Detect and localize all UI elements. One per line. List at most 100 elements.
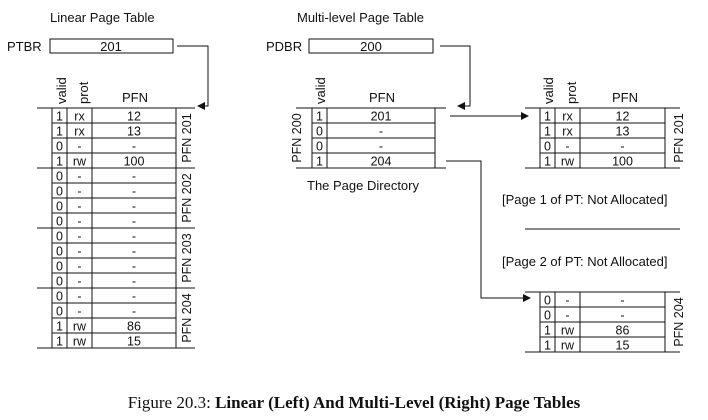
pt201-cell: rx [562, 125, 573, 139]
linear-title: Linear Page Table [50, 10, 155, 25]
linear-cell: 1 [56, 110, 63, 124]
linear-cell: - [132, 290, 136, 304]
dir-cell: 0 [316, 140, 323, 154]
dir-group-label: PFN 200 [290, 113, 304, 162]
note-page1-not-allocated: [Page 1 of PT: Not Allocated] [502, 192, 668, 207]
pt201-cell: 100 [612, 155, 633, 169]
linear-group-label: PFN 203 [180, 233, 194, 282]
pt204-cell: - [565, 309, 569, 323]
pt201-cell: 12 [616, 110, 630, 124]
pt204-group-label: PFN 204 [672, 297, 686, 346]
linear-group-label: PFN 202 [180, 173, 194, 222]
linear-cell: - [77, 275, 81, 289]
pt204-cell: rw [561, 324, 575, 338]
linear-cell: 0 [56, 245, 63, 259]
pt201-header-pfn: PFN [612, 90, 638, 105]
linear-cell: 1 [56, 320, 63, 334]
linear-cell: 86 [127, 320, 141, 334]
linear-cell: - [132, 275, 136, 289]
linear-cell: - [77, 305, 81, 319]
linear-cell: - [132, 140, 136, 154]
ptbr-box [49, 38, 174, 54]
linear-cell: - [132, 215, 136, 229]
pt201-cell: 0 [544, 140, 551, 154]
linear-cell: 0 [56, 275, 63, 289]
pt201-header-valid: valid [541, 77, 556, 104]
multilevel-title: Multi-level Page Table [297, 10, 424, 25]
pt201-cell: - [565, 140, 569, 154]
linear-cell: rx [74, 110, 85, 124]
linear-cell: - [77, 230, 81, 244]
pt201-group-label: PFN 201 [672, 113, 686, 162]
pt201-cell: rw [561, 155, 575, 169]
linear-cell: - [132, 260, 136, 274]
linear-header-pfn: PFN [122, 90, 148, 105]
pt204-cell: 0 [544, 294, 551, 308]
pt201-header-prot: prot [564, 81, 579, 104]
linear-cell: 0 [56, 230, 63, 244]
linear-cell: - [77, 260, 81, 274]
linear-cell: 0 [56, 215, 63, 229]
ptbr-arrow [177, 45, 209, 110]
linear-cell: 0 [56, 290, 63, 304]
dir-entry3-arrow [446, 160, 531, 302]
linear-header-prot: prot [76, 81, 91, 104]
linear-cell: 15 [127, 335, 141, 349]
dir-header-valid: valid [313, 77, 328, 104]
pt201-cell: rx [562, 110, 573, 124]
dir-cell: 201 [371, 110, 392, 124]
note-page2-not-allocated: [Page 2 of PT: Not Allocated] [502, 254, 668, 269]
linear-cell: 0 [56, 260, 63, 274]
page-table-diagram: Linear Page Table PTBR 201 valid prot PF… [7, 10, 686, 353]
linear-cell: - [132, 230, 136, 244]
linear-cell: - [132, 200, 136, 214]
linear-cell: - [77, 290, 81, 304]
pt201-cell: - [620, 140, 624, 154]
linear-cell: 0 [56, 185, 63, 199]
dir-cell: 0 [316, 125, 323, 139]
pdbr-box [308, 38, 434, 54]
linear-cell: rw [73, 320, 87, 334]
pt204-cell: - [620, 294, 624, 308]
linear-cell: 100 [124, 155, 145, 169]
linear-cell: - [77, 185, 81, 199]
linear-group-label: PFN 201 [180, 113, 194, 162]
linear-cell: rx [74, 125, 85, 139]
pdbr-arrow [440, 45, 471, 110]
linear-cell: rw [73, 155, 87, 169]
pt204-cell: 1 [544, 339, 551, 353]
pdbr-value: 200 [360, 39, 382, 54]
pt204-cell: 15 [616, 339, 630, 353]
linear-cell: - [77, 245, 81, 259]
linear-cell: 0 [56, 200, 63, 214]
page-directory-caption: The Page Directory [307, 178, 419, 193]
pt204-cell: 86 [616, 324, 630, 338]
pt201-cell: 13 [616, 125, 630, 139]
pt201-cell: 1 [544, 110, 551, 124]
linear-cell: 0 [56, 170, 63, 184]
linear-cell: - [77, 140, 81, 154]
pt204-cell: - [620, 309, 624, 323]
pt201-cell: 1 [544, 155, 551, 169]
pt204-cell: - [565, 294, 569, 308]
linear-cell: 13 [127, 125, 141, 139]
linear-header-valid: valid [54, 77, 69, 104]
pdbr-label: PDBR [266, 39, 302, 54]
linear-cell: 1 [56, 125, 63, 139]
linear-cell: - [132, 185, 136, 199]
dir-cell: 1 [316, 155, 323, 169]
linear-cell: 1 [56, 155, 63, 169]
linear-cell: - [77, 200, 81, 214]
linear-cell: 12 [127, 110, 141, 124]
dir-cell: - [379, 125, 383, 139]
dir-header-pfn: PFN [369, 90, 395, 105]
figure-caption-title: Linear (Left) And Multi-Level (Right) Pa… [215, 393, 581, 412]
pt204-cell: 0 [544, 309, 551, 323]
dir-cell: 204 [371, 155, 392, 169]
linear-cell: - [77, 215, 81, 229]
linear-cell: 0 [56, 305, 63, 319]
